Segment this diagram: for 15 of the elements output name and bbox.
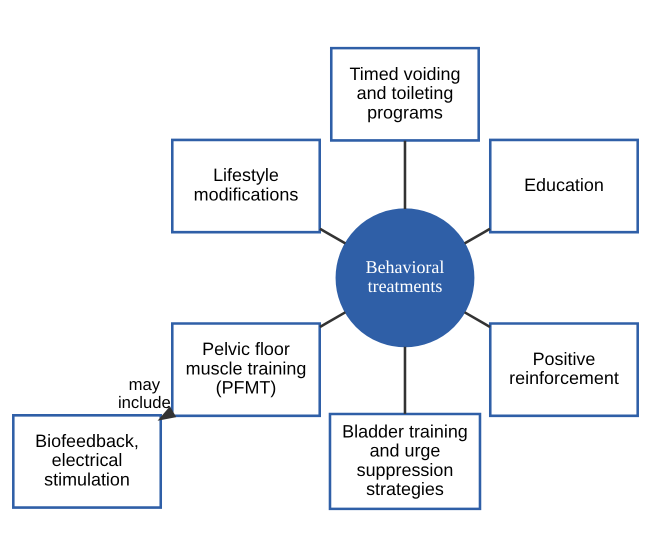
connector (464, 310, 491, 328)
edge-label: may include (118, 374, 171, 412)
node-box: Education (488, 138, 639, 233)
connector (404, 140, 406, 208)
node-box: Biofeedback, electrical stimulation (12, 414, 162, 508)
node-box: Bladder training and urge suppression strategies (328, 412, 482, 510)
connector (319, 227, 346, 244)
connector (319, 310, 346, 328)
node-box: Lifestyle modifications (171, 138, 321, 233)
node-box: Positive reinforcement (488, 322, 639, 417)
connector (404, 346, 406, 414)
arrow (158, 406, 176, 420)
connector (464, 227, 491, 244)
node-circle: Behavioral treatments (336, 208, 474, 347)
node-box: Timed voiding and toileting programs (330, 46, 480, 142)
